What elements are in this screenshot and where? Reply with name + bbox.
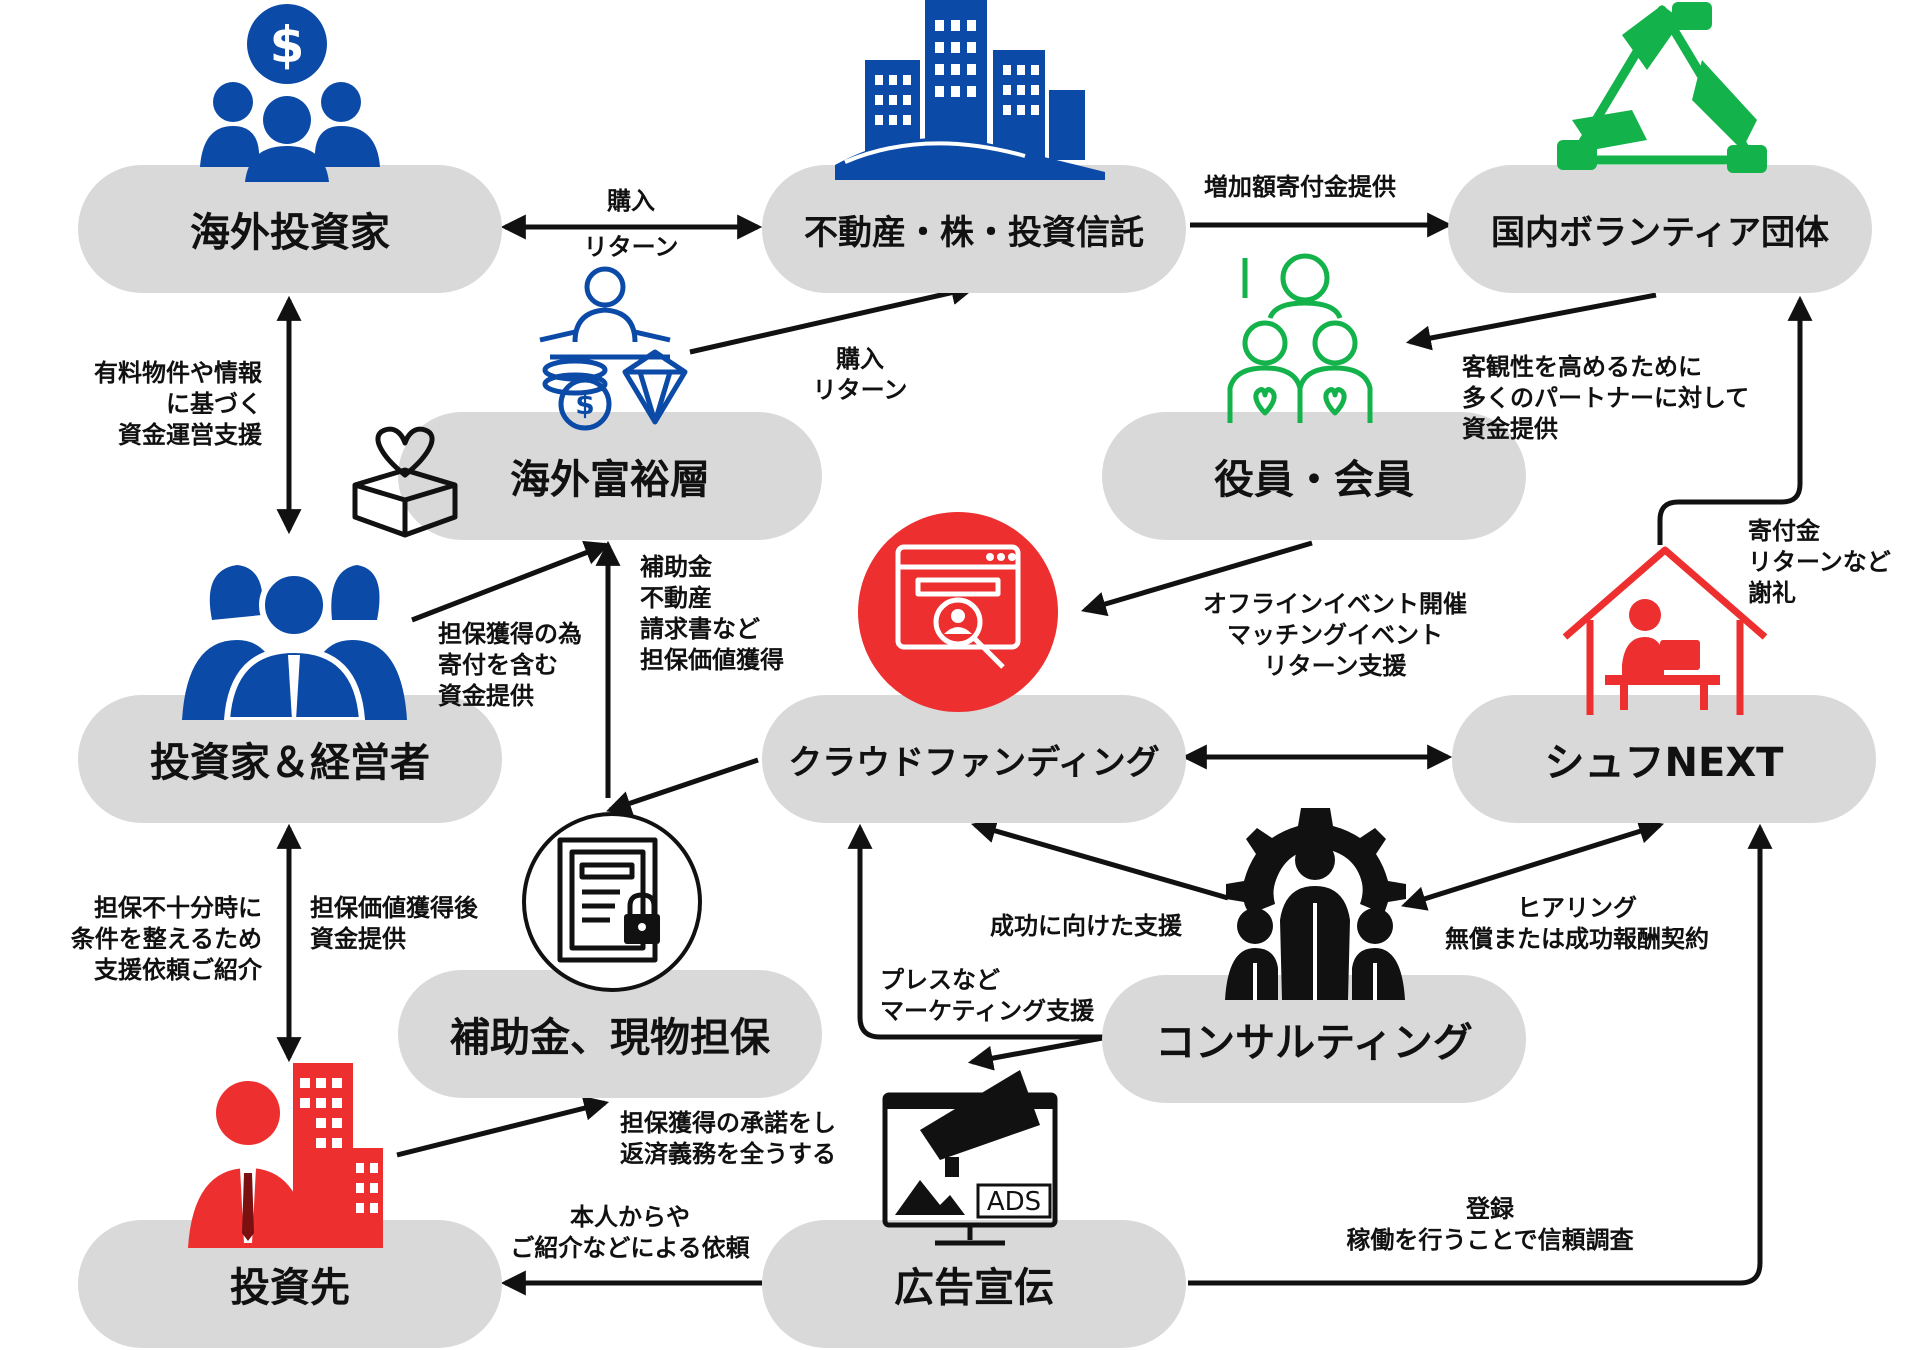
svg-text:$: $ (270, 16, 305, 74)
arrow-officers-crowdfunding (1081, 540, 1313, 617)
node-real-estate: 不動産・株・投資信託 (762, 165, 1186, 293)
charity-box-icon (352, 426, 458, 538)
megaphone-ads-icon: ADS (882, 1070, 1058, 1246)
label-after-collateral: 担保価値獲得後 資金提供 (310, 894, 478, 953)
meditating-wealth-icon: $ (539, 266, 688, 431)
arrow-volunteer-officers (1405, 292, 1657, 351)
document-lock-icon (522, 812, 702, 992)
node-consulting: コンサルティング (1102, 975, 1526, 1103)
node-officers: 役員・会員 (1102, 412, 1526, 540)
label-registration: 登録 稼働を行うことで信頼調査 (1346, 1195, 1634, 1254)
consulting-gear-icon (1225, 808, 1406, 1000)
arrow-advertising-shufu (1188, 823, 1773, 1286)
node-shufu-next: シュフNEXT (1452, 695, 1876, 823)
skyscraper-icon (835, 0, 1105, 180)
business-team-icon (182, 565, 407, 720)
node-volunteer-org: 国内ボランティア団体 (1448, 165, 1872, 293)
family-icon (1227, 253, 1373, 423)
businessman-building-icon (188, 1063, 383, 1248)
label-self-referral: 本人からや ご紹介などによる依頼 (510, 1203, 750, 1262)
arrow-consult-shufu (1401, 819, 1664, 911)
node-overseas-investor: 海外投資家 (78, 165, 502, 293)
label-donation-increase: 増加額寄付金提供 (1204, 173, 1396, 201)
hands-triangle-icon (1557, 2, 1767, 173)
label-subsidy-items: 補助金 不動産 請求書など 担保価値獲得 (640, 553, 784, 674)
arrow-consult-crowdfunding-loop (847, 823, 1108, 1040)
home-office-icon (1562, 546, 1768, 715)
arrow-wealthy-realestate (689, 280, 977, 355)
label-return: リターン (583, 233, 679, 261)
arrow-manager-wealthy (411, 540, 610, 623)
label-donation-return: 寄付金 リターンなど 謝礼 (1748, 517, 1891, 607)
label-paid-property: 有料物件や情報 に基づく 資金運営支援 (94, 359, 262, 449)
node-subsidy: 補助金、現物担保 (398, 970, 822, 1098)
label-hearing: ヒアリング 無償または成功報酬契約 (1445, 894, 1709, 953)
label-success-support: 成功に向けた支援 (990, 912, 1182, 940)
ads-label: ADS (987, 1187, 1041, 1217)
node-wealthy: 海外富裕層 (398, 412, 822, 540)
label-collateral-consent: 担保獲得の承諾をし 返済義務を全うする (620, 1109, 836, 1168)
label-collateral-donation: 担保獲得の為 寄付を含む 資金提供 (438, 620, 582, 710)
label-buy-return: 購入 リターン (812, 345, 908, 404)
arrow-consult-crowdfunding (970, 818, 1229, 901)
label-insufficient-collateral: 担保不十分時に 条件を整えるため 支援依頼ご紹介 (70, 894, 262, 984)
node-crowdfunding: クラウドファンディング (762, 695, 1186, 823)
label-objectivity: 客観性を高めるために 多くのパートナーに対して 資金提供 (1462, 353, 1750, 443)
node-advertising: 広告宣伝 (762, 1220, 1186, 1348)
arrow-investee-subsidy (396, 1095, 610, 1158)
arrow-crowdfunding-subsidy (606, 757, 759, 816)
arrow-shufu-volunteer (1657, 295, 1813, 545)
label-press-marketing: プレスなど マーケティング支援 (880, 966, 1095, 1025)
arrow-consult-advertising (967, 1034, 1109, 1071)
label-offline-event: オフラインイベント開催 マッチングイベント リターン支援 (1203, 590, 1467, 680)
crowdfunding-web-icon (858, 512, 1058, 712)
investor-group-icon: $ (200, 4, 380, 182)
label-buy: 購入 (607, 187, 655, 215)
svg-text:$: $ (575, 388, 594, 421)
